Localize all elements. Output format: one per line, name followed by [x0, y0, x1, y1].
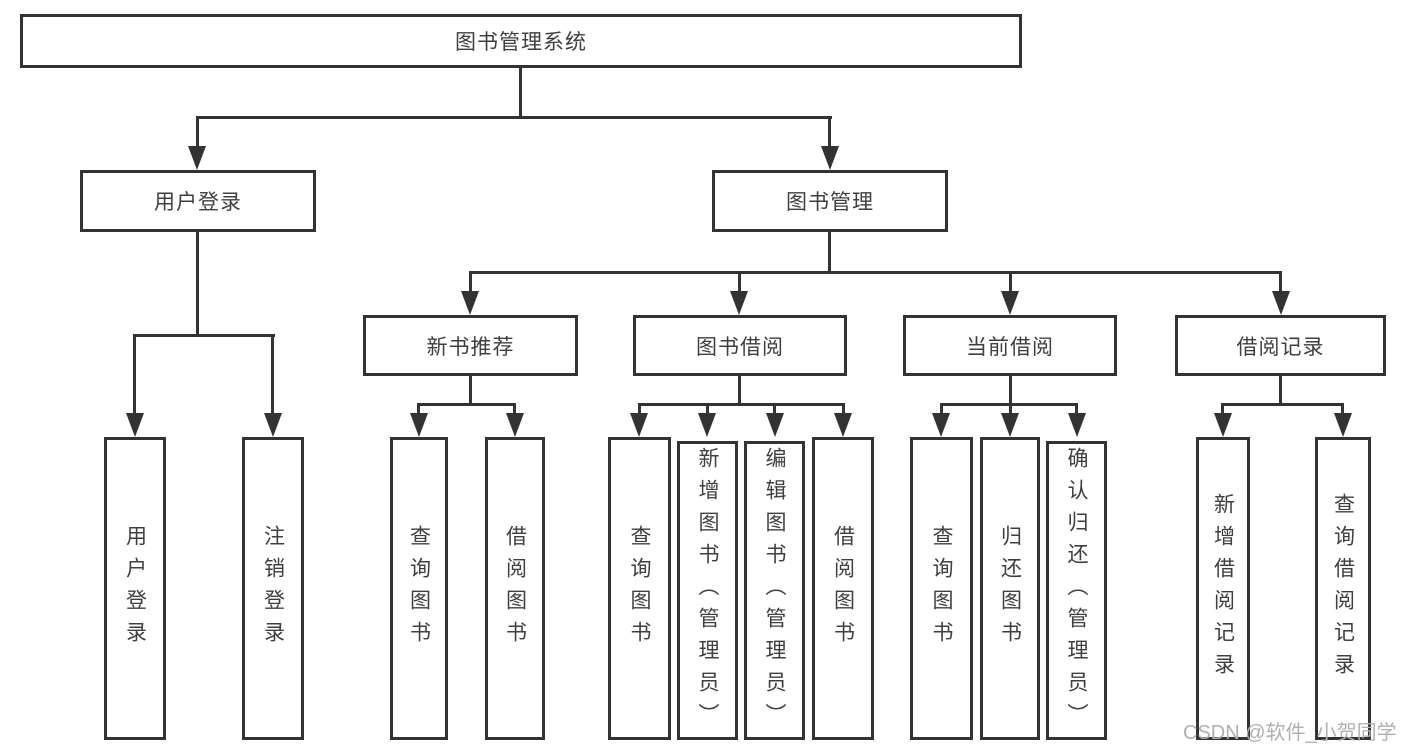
arrow-down-icon [1334, 413, 1352, 437]
arrow-down-icon [188, 146, 206, 170]
arrow-down-icon [1068, 413, 1086, 437]
node-borrow-records: 借阅记录 [1175, 315, 1386, 376]
node-user-login: 用户登录 [80, 170, 316, 232]
leaf-borrow-books-recommend: 借阅图书 [485, 437, 545, 740]
arrow-down-icon [1001, 291, 1019, 315]
leaf-query-books-current: 查询图书 [910, 437, 973, 740]
leaf-label: 查询图书 [407, 524, 431, 653]
arrow-down-icon [1001, 413, 1019, 437]
node-label: 图书管理 [786, 191, 874, 214]
node-label: 借阅记录 [1236, 335, 1325, 359]
leaf-add-borrow-record: 新增借阅记录 [1196, 437, 1250, 740]
arrow-down-icon [264, 413, 282, 437]
connector-line [842, 403, 845, 415]
leaf-label: 借阅图书 [503, 524, 527, 653]
arrow-down-icon [766, 413, 784, 437]
node-label: 用户登录 [154, 191, 242, 214]
connector-line [1009, 271, 1012, 293]
leaf-label: 查询借阅记录 [1331, 492, 1355, 685]
leaf-return-books: 归还图书 [980, 437, 1040, 740]
connector-line [417, 403, 420, 415]
connector-line [513, 403, 516, 415]
connector-line [828, 116, 831, 148]
watermark: CSDN @软件_小贺同学 [1183, 722, 1397, 744]
leaf-label: 新增图书（管理员） [696, 446, 719, 735]
connector-line [1221, 403, 1344, 406]
connector-line [828, 232, 831, 273]
connector-line [1009, 403, 1012, 415]
leaf-user-login: 用户登录 [104, 437, 166, 740]
node-label: 图书管理系统 [455, 31, 587, 54]
connector-line [196, 232, 199, 336]
leaf-add-books-admin: 新增图书（管理员） [677, 441, 738, 740]
arrow-down-icon [821, 146, 839, 170]
node-label: 图书借阅 [696, 335, 784, 359]
leaf-query-books-borrowing: 查询图书 [608, 437, 671, 740]
connector-line [1075, 403, 1078, 415]
leaf-label: 注销登录 [261, 524, 285, 653]
leaf-edit-books-admin: 编辑图书（管理员） [744, 441, 805, 740]
node-new-book-recommend: 新书推荐 [363, 315, 578, 376]
connector-line [271, 334, 274, 417]
connector-line [469, 271, 472, 293]
leaf-label: 借阅图书 [831, 524, 855, 653]
connector-line [469, 271, 1282, 274]
connector-line [133, 334, 136, 417]
arrow-down-icon [698, 413, 716, 437]
connector-line [940, 403, 943, 415]
arrow-down-icon [461, 291, 479, 315]
leaf-query-books-recommend: 查询图书 [390, 437, 448, 740]
node-label: 当前借阅 [966, 335, 1054, 359]
leaf-label: 编辑图书（管理员） [763, 446, 786, 735]
connector-line [1221, 403, 1224, 415]
leaf-borrow-books: 借阅图书 [812, 437, 874, 740]
leaf-confirm-return-admin: 确认归还（管理员） [1046, 441, 1107, 740]
arrow-down-icon [1272, 291, 1290, 315]
node-book-borrowing: 图书借阅 [633, 315, 847, 376]
leaf-query-borrow-record: 查询借阅记录 [1315, 437, 1371, 740]
connector-line [638, 403, 845, 406]
connector-line [1279, 271, 1282, 293]
leaf-label: 查询图书 [930, 524, 953, 653]
leaf-label: 新增借阅记录 [1211, 492, 1235, 685]
connector-line [1279, 376, 1282, 405]
connector-line [1009, 376, 1012, 405]
connector-line [738, 376, 741, 405]
arrow-down-icon [834, 413, 852, 437]
node-book-management: 图书管理 [712, 170, 948, 232]
arrow-down-icon [126, 413, 144, 437]
arrow-down-icon [730, 291, 748, 315]
connector-line [469, 376, 472, 405]
arrow-down-icon [630, 413, 648, 437]
leaf-logout: 注销登录 [242, 437, 304, 740]
connector-line [196, 116, 832, 119]
connector-line [196, 116, 199, 148]
arrow-down-icon [506, 413, 524, 437]
connector-line [706, 403, 709, 415]
arrow-down-icon [932, 413, 950, 437]
leaf-label: 用户登录 [123, 524, 147, 653]
node-library-management-system: 图书管理系统 [20, 14, 1022, 68]
connector-line [519, 68, 522, 116]
leaf-label: 确认归还（管理员） [1065, 446, 1088, 735]
connector-line [738, 271, 741, 293]
node-current-borrowing: 当前借阅 [903, 315, 1117, 376]
leaf-label: 查询图书 [628, 524, 651, 653]
connector-line [133, 334, 275, 337]
connector-line [773, 403, 776, 415]
node-label: 新书推荐 [426, 335, 515, 359]
connector-line [1341, 403, 1344, 415]
connector-line [638, 403, 641, 415]
arrow-down-icon [1214, 413, 1232, 437]
leaf-label: 归还图书 [998, 524, 1022, 653]
arrow-down-icon [410, 413, 428, 437]
connector-line [417, 403, 516, 406]
